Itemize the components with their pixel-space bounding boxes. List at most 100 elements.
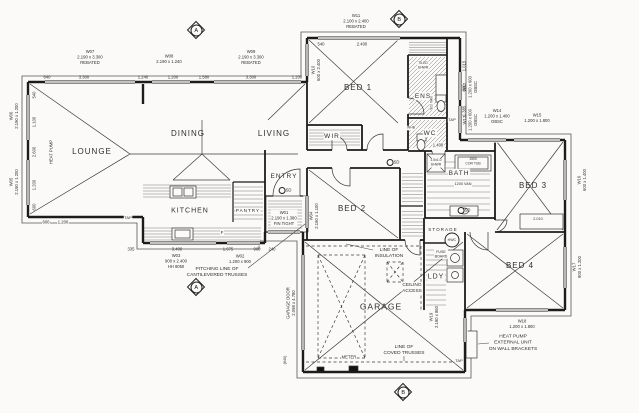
dimension-label: 1.400	[432, 142, 444, 148]
roof-outline	[21, 31, 572, 379]
hot-water-cylinder-icon: HWC	[444, 232, 460, 248]
dimension-label: 860	[461, 84, 467, 92]
window-label: W07 2.190 x 3.300 REBATED	[77, 48, 103, 65]
window-label: W16 600 x 1.400	[576, 169, 587, 191]
section-marker: B	[389, 9, 409, 29]
section-marker: B	[393, 382, 413, 402]
dimension-label: 3.400	[171, 246, 183, 252]
window-label: W12 1.200 x 600 OBSC	[461, 76, 478, 98]
room-label: DINING	[171, 129, 205, 138]
note-label: WHB	[406, 125, 416, 131]
dimension-label: 2.010	[532, 216, 544, 222]
window-label: GARAGE DOOR 2.098 x 4.780	[285, 287, 296, 319]
dimension-label: 600	[42, 219, 50, 225]
dimension-label: 1.200	[167, 74, 179, 80]
note-label: LINE OF INSULATION	[374, 246, 404, 260]
section-circle-icon: A	[190, 281, 202, 293]
room-label: ENTRY	[270, 171, 298, 180]
dimension-label: 1.200	[31, 179, 37, 191]
room-label: LOUNGE	[72, 147, 112, 156]
smoke-detector-icon: SD	[457, 205, 477, 215]
window-label: W08 2.190 x 1.240	[156, 53, 182, 64]
note-label: FUSE BOARD	[434, 249, 448, 259]
smoke-detector-icon: SD	[278, 185, 298, 195]
dimension-label: 1.385	[461, 105, 467, 117]
roof-lines	[29, 39, 564, 371]
room-label: WIR	[323, 131, 341, 141]
dimension-label: 1.100	[31, 116, 37, 128]
note-label: TAP	[123, 215, 133, 221]
section-circle-icon: B	[393, 13, 405, 25]
window-label: W10 600 x 2.400	[310, 59, 321, 81]
window-label: W04 2.190 x 1.100	[308, 202, 320, 230]
window-label: W17 900 x 1.200	[571, 256, 582, 278]
room-label: BED 4	[505, 261, 535, 270]
room-label: WC	[423, 128, 437, 138]
smoke-detector-label: SD	[464, 207, 471, 213]
note-label: METER	[341, 354, 357, 360]
section-letter: A	[194, 27, 198, 33]
window-label: W01 2.190 x 1.380 FIN TIGHT	[270, 209, 298, 227]
room-label: BED 3	[518, 181, 548, 190]
hwc-label: HWC	[447, 238, 457, 242]
room-label: GARAGE	[359, 301, 403, 312]
window-label: W05 2.190 x 1.200	[8, 169, 19, 195]
window-label: W13 1.200 x 600 OBSC	[461, 109, 478, 131]
section-letter: A	[194, 284, 198, 290]
dimension-label: 1.200	[57, 219, 69, 225]
dimension-label: 640	[43, 74, 51, 80]
smoke-detector-label: SD	[393, 159, 400, 165]
note-label: 1200 VAN	[453, 181, 473, 187]
dimension-label: 2.400	[356, 41, 368, 47]
window-label: W19 2.190 x 860	[428, 305, 440, 329]
dimension-label: 1.675	[222, 246, 234, 252]
room-label: PANTRY	[235, 208, 261, 214]
room-label: BED 1	[343, 83, 373, 92]
dimension-label: 900	[253, 246, 261, 252]
note-label: HEAT PUMP EXTERNAL UNIT ON WALL BRACKETS	[488, 333, 538, 352]
section-circle-icon: A	[190, 24, 202, 36]
window-label: W15 1.200 x 1.800	[524, 112, 550, 123]
dimension-label: (640)	[282, 355, 288, 365]
window-label: W11 2.100 x 2.400 REBATED	[343, 12, 369, 29]
note-label: HEAT PUMP	[48, 139, 54, 165]
windows	[25, 35, 568, 350]
note-label: 900 VAN	[429, 95, 435, 111]
room-label: BATH	[448, 168, 470, 178]
note-label: TAP	[454, 358, 464, 364]
section-marker: A	[186, 277, 206, 297]
dimension-label: 240	[268, 246, 276, 252]
dimension-label: 2.600	[31, 146, 37, 158]
dimension-label: 3.300	[78, 74, 90, 80]
window-label: W03 900 x 2.400 HH 9050	[165, 252, 187, 269]
note-label: TAP	[447, 117, 457, 123]
note-label: PITCHING LINE OF CANTILEVERED TRUSSES	[186, 265, 248, 278]
smoke-detector-icon: SD	[386, 157, 406, 167]
dimension-label: 1.580	[198, 74, 210, 80]
room-label: ENS	[414, 91, 432, 101]
room-label: BED 2	[337, 204, 367, 213]
window-label: W02 1.200 x 900	[229, 253, 251, 264]
window-label: W14 1.200 x 1.400 OBSC	[484, 107, 510, 124]
room-label: LDY	[427, 271, 445, 281]
window-label: W06 2.190 x 1.200	[8, 103, 19, 129]
window-label: W18 1.200 x 1.800	[509, 318, 535, 329]
section-marker: A	[186, 20, 206, 40]
section-circle-icon: B	[397, 386, 409, 398]
note-label: F	[220, 230, 224, 236]
note-label: 1500 COR TUB	[464, 157, 482, 167]
room-label: KITCHEN	[170, 205, 210, 215]
smoke-detector-label: SD	[285, 187, 292, 193]
note-label: TILED SHWR	[417, 61, 429, 71]
dimension-label: 1.200	[291, 74, 303, 80]
dimension-label: 600	[31, 203, 37, 211]
dimension-label: 335	[127, 246, 135, 252]
window-label: W09 2.190 x 3.300 REBATED	[238, 48, 264, 65]
dimension-label: 1.015	[461, 60, 467, 72]
dimension-label: 3.300	[245, 74, 257, 80]
note-label: LINE OF COVED TRUSSES	[383, 343, 425, 357]
note-label: 1.0x1.0 SHWR	[429, 158, 443, 168]
